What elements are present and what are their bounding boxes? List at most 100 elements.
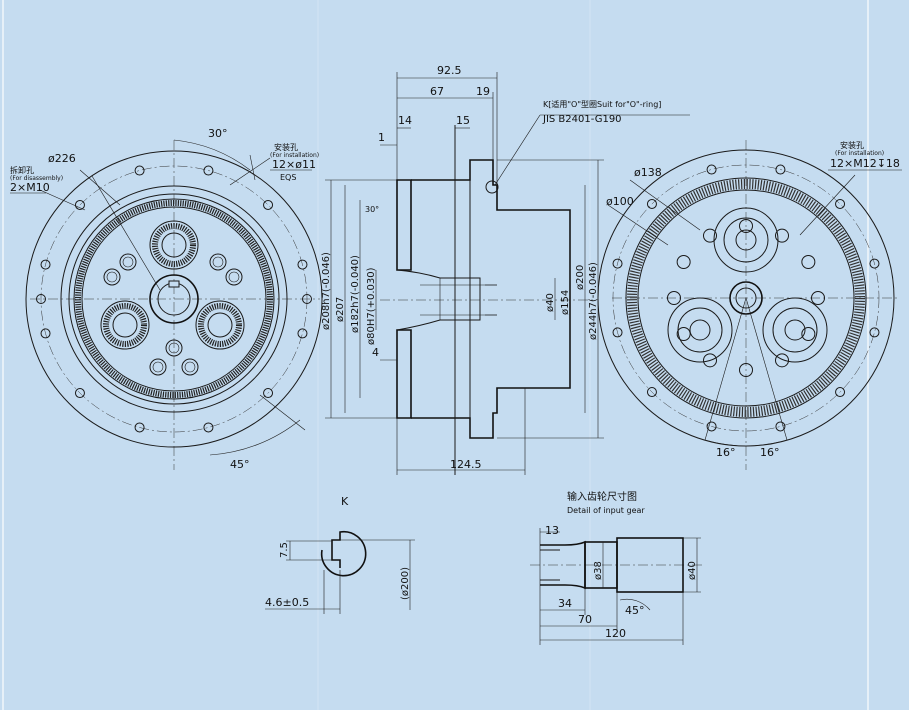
detail-k: K 7.5 4.6±0.5 (ø200) <box>265 495 415 614</box>
rear-install-en: (For installation) <box>835 150 884 157</box>
input-gear-detail: 输入齿轮尺寸图 Detail of input gear 13 ø38 ø40 … <box>530 490 705 645</box>
gear-dim-34: 34 <box>558 597 572 610</box>
carrier-pin <box>165 339 183 357</box>
planet-gear-bore <box>112 312 138 338</box>
rear-dia-138: ø138 <box>634 166 662 179</box>
mounting-hole <box>869 258 880 269</box>
planet-gear-bore <box>689 319 711 341</box>
carrier-pin-inner <box>122 256 134 268</box>
planet-gear-teeth <box>152 223 196 267</box>
gear-title-cn: 输入齿轮尺寸图 <box>567 490 637 503</box>
mounting-hole <box>646 387 657 398</box>
gear-dim-120: 120 <box>605 627 626 640</box>
planet-gear <box>713 207 779 273</box>
mounting-hole <box>775 164 786 175</box>
mounting-hole <box>646 198 657 209</box>
mounting-hole <box>134 422 145 433</box>
gear-dim-70: 70 <box>578 613 592 626</box>
sec-dim-67: 67 <box>430 85 444 98</box>
mounting-hole <box>706 164 717 175</box>
rear-dia-100: ø100 <box>606 195 634 208</box>
gear-dia-38: ø38 <box>593 561 604 580</box>
planet-gear <box>667 297 733 363</box>
gear-dia-40: ø40 <box>687 561 698 580</box>
sec-dim-4: 4 <box>372 346 379 359</box>
sec-dim-1: 1 <box>378 131 385 144</box>
inner-hole <box>775 353 789 368</box>
gear-title-en: Detail of input gear <box>567 506 645 515</box>
planet-gear <box>100 300 150 350</box>
rear-angle-16a: 16° <box>716 446 736 459</box>
planet-gear-ring <box>723 217 769 263</box>
sec-dia-40: ø40 <box>545 293 556 312</box>
inner-hole <box>811 291 825 305</box>
inner-hole <box>703 353 717 368</box>
sec-k-note: K[适用"O"型圈Suit for"O"-ring] <box>543 99 661 109</box>
disassembly-label-cn: 拆卸孔 <box>10 165 34 175</box>
mounting-hole <box>612 258 623 269</box>
mounting-hole <box>74 199 85 210</box>
carrier-pin <box>225 268 243 286</box>
sec-dim-92-5: 92.5 <box>437 64 462 77</box>
mounting-hole <box>74 388 85 399</box>
mounting-hole <box>775 421 786 432</box>
inner-hole <box>676 255 691 269</box>
sec-dim-30deg: 30° <box>365 205 379 214</box>
sec-dia-80: ø80H7(+0.030) <box>366 267 377 345</box>
sec-dim-15: 15 <box>456 114 470 127</box>
mounting-hole <box>263 199 274 210</box>
disassembly-label-en: (For disassembly) <box>10 175 63 182</box>
rear-angle-16b: 16° <box>760 446 780 459</box>
sec-dia-154: ø154 <box>560 290 571 315</box>
carrier-pin-inner <box>228 271 240 283</box>
planet-gear <box>762 297 828 363</box>
mounting-hole <box>835 387 846 398</box>
mounting-hole <box>263 388 274 399</box>
carrier-pin-inner <box>168 342 180 354</box>
carrier-pin-inner <box>152 361 164 373</box>
mounting-hole <box>40 259 51 270</box>
carrier-pin-inner <box>184 361 196 373</box>
mounting-hole <box>612 327 623 338</box>
carrier-pin <box>149 358 167 376</box>
inner-hole <box>739 219 753 233</box>
rear-install-cn: 安装孔 <box>840 140 864 150</box>
front-angle-30: 30° <box>208 127 228 140</box>
inner-hole <box>801 255 816 269</box>
mounting-hole <box>203 422 214 433</box>
carrier-pin <box>181 358 199 376</box>
disassembly-spec: 2×M10 <box>10 181 50 194</box>
rear-view: ø138 ø100 安装孔 (For installation) 12×M12↧… <box>597 140 902 470</box>
carrier-pin <box>103 268 121 286</box>
carrier-pin <box>119 253 137 271</box>
planet-gear-bore <box>161 232 187 258</box>
planet-gear <box>195 300 245 350</box>
sec-dia-208: ø208h7(-0.046) <box>321 252 332 330</box>
planet-gear-bore <box>784 319 806 341</box>
mounting-hole <box>706 421 717 432</box>
mounting-hole <box>40 328 51 339</box>
sec-dia-207: ø207 <box>335 297 346 322</box>
gear-dim-13: 13 <box>545 524 559 537</box>
sec-dia-200: ø200 <box>575 265 586 290</box>
mounting-hole <box>297 328 308 339</box>
sec-dim-124-5: 124.5 <box>450 458 482 471</box>
section-view: 92.5 67 19 14 15 1 30° 4 124.5 ø208h7(-0… <box>321 64 690 475</box>
install-label-cn: 安装孔 <box>274 142 298 152</box>
planet-gear-bore <box>735 229 757 251</box>
sec-dia-244: ø244h7(-0.046) <box>588 262 599 340</box>
carrier-pin-inner <box>106 271 118 283</box>
sec-dia-182: ø182h7(-0.040) <box>350 255 361 333</box>
sec-jis: JIS B2401-G190 <box>542 114 622 125</box>
inner-hole <box>676 327 691 341</box>
inner-hole <box>703 228 717 243</box>
mounting-hole <box>297 259 308 270</box>
sec-dim-19: 19 <box>476 85 490 98</box>
detail-k-200: (ø200) <box>400 567 411 600</box>
inner-hole <box>739 363 753 377</box>
install-eqs: EQS <box>280 173 296 182</box>
rear-install-spec: 12×M12↧18 <box>830 157 900 170</box>
front-dia-226: ø226 <box>48 152 76 165</box>
mounting-hole <box>134 165 145 176</box>
front-view: ø226 30° 45° 拆卸孔 (For disassembly) 2×M10… <box>10 127 323 471</box>
